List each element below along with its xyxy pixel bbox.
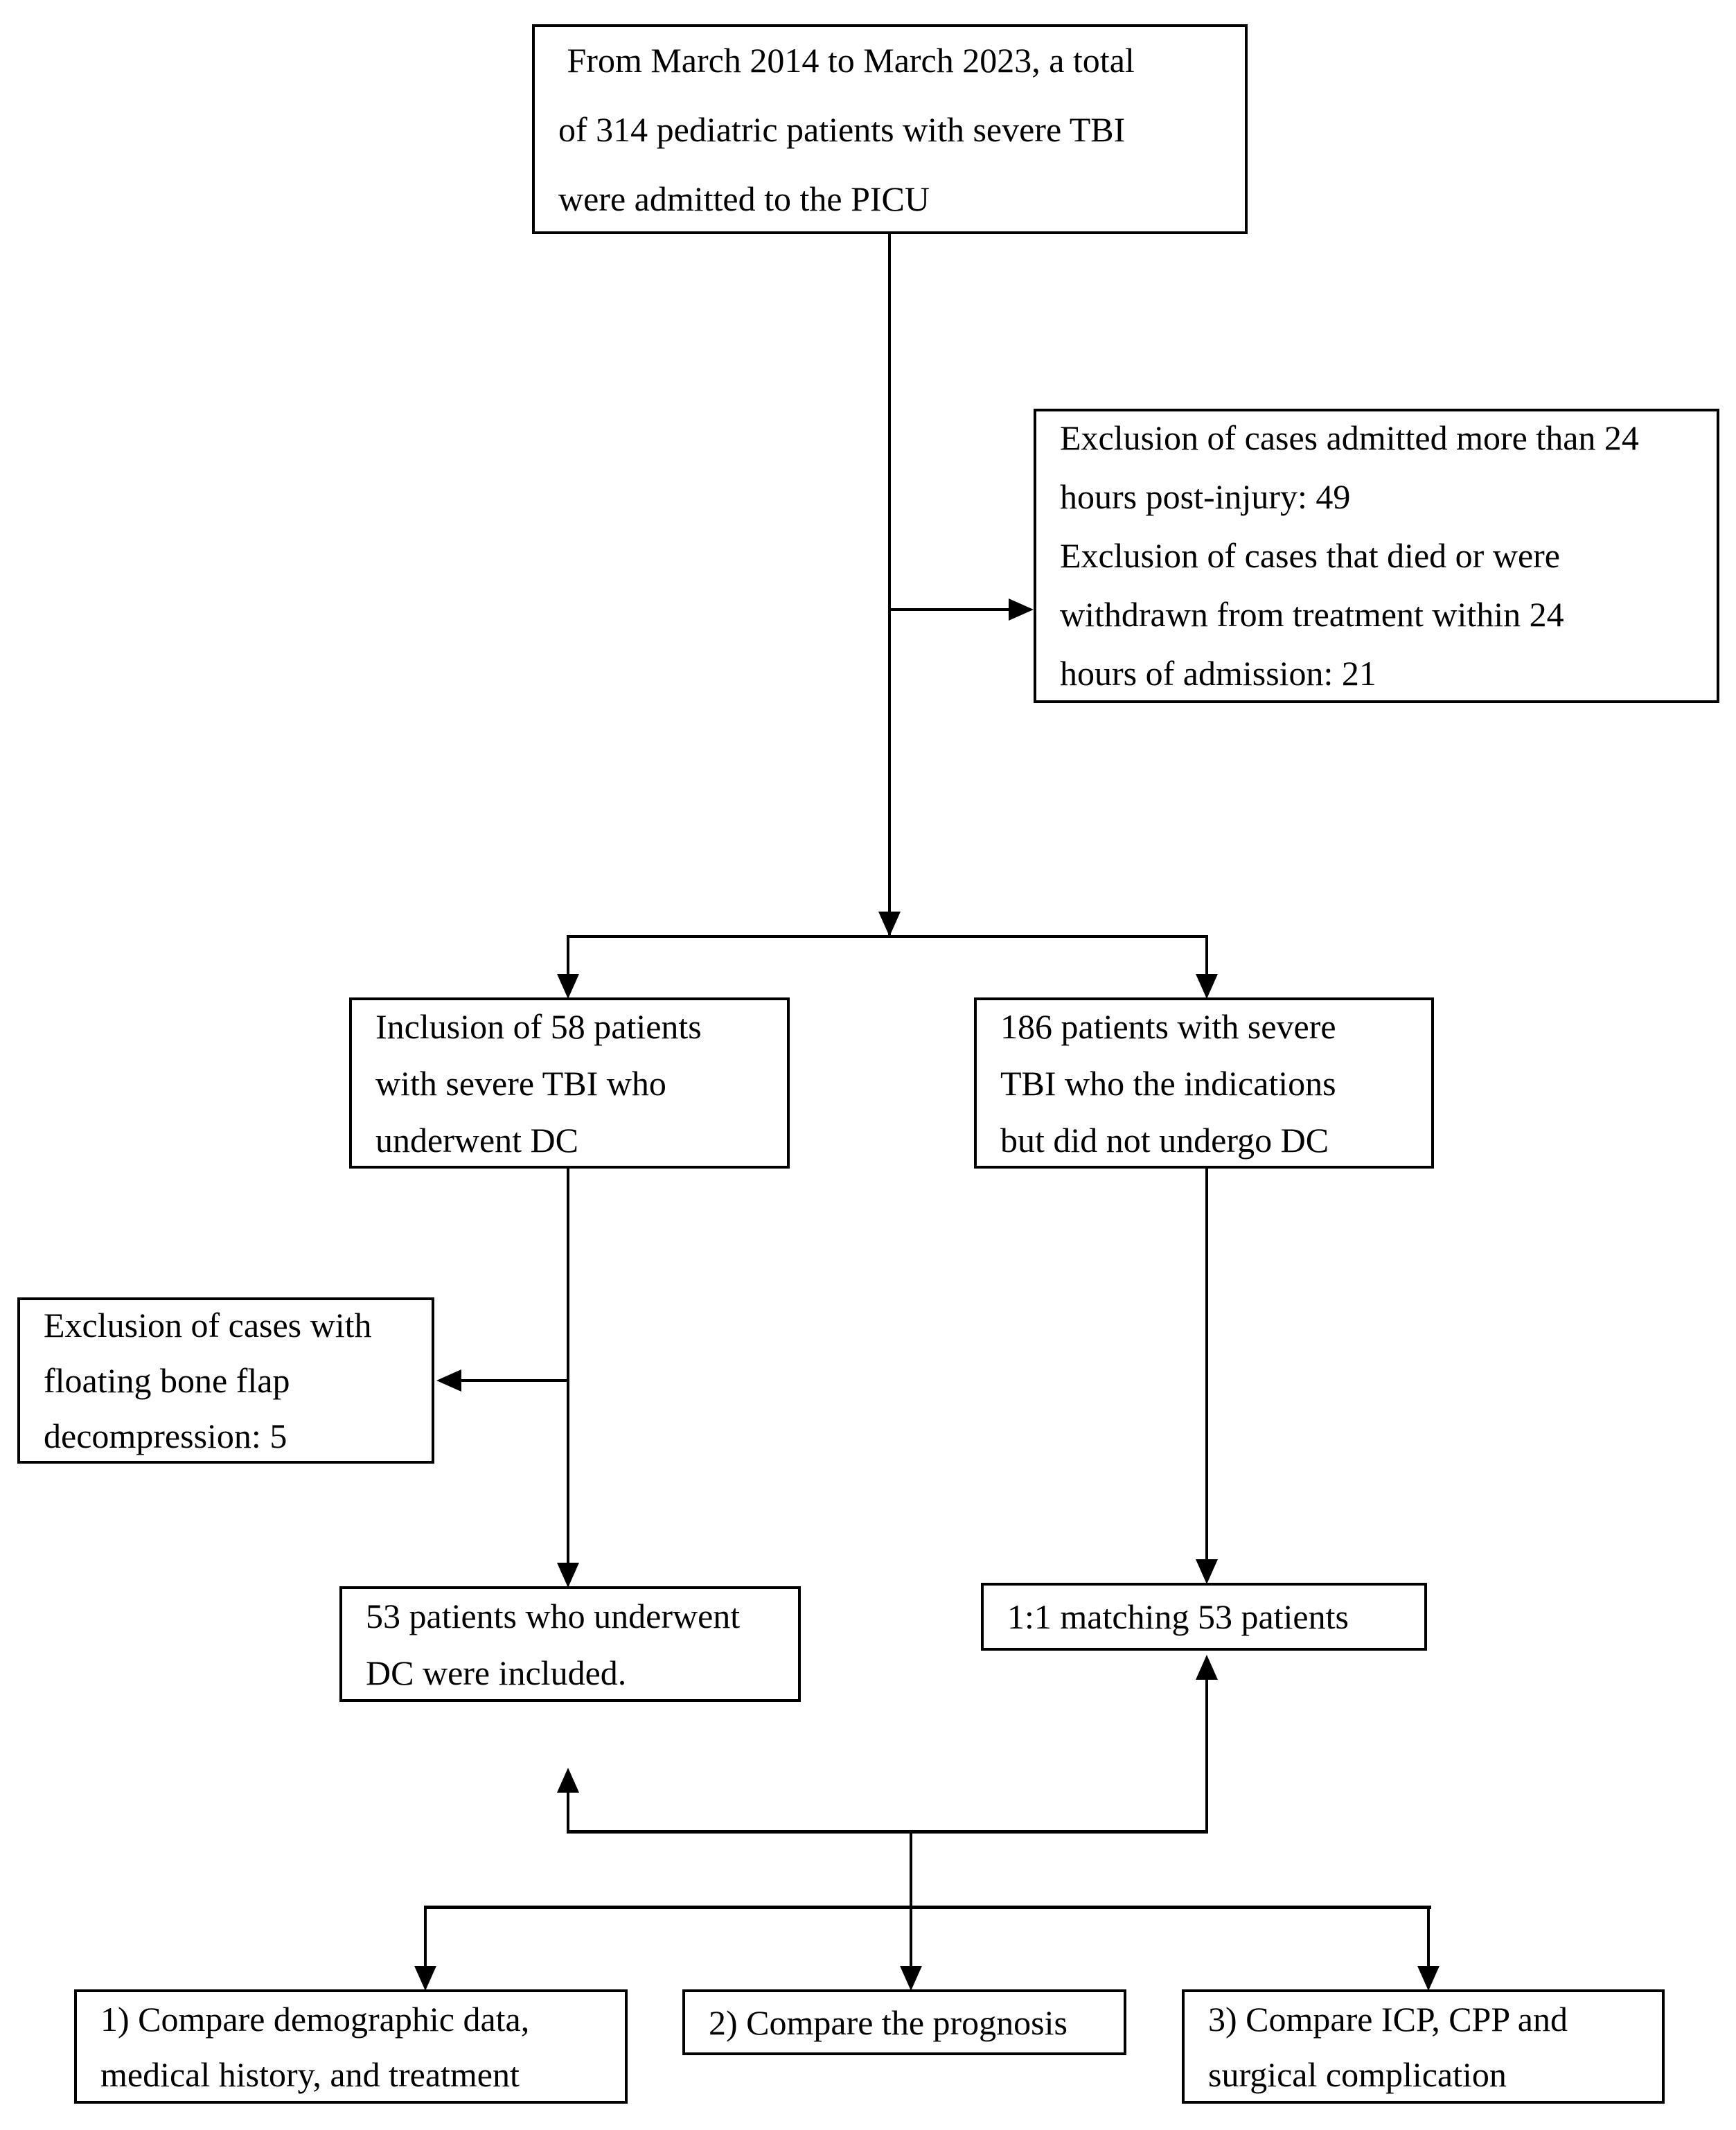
connector-branch-to-exclusion-floating xyxy=(460,1379,569,1382)
arrowhead-down-into-compare-prognosis xyxy=(900,1966,922,1991)
connector-total-to-split xyxy=(888,234,891,935)
arrowhead-right-into-exclusion-admission xyxy=(1009,598,1034,621)
arrowhead-up-toward-dc-included xyxy=(557,1768,579,1793)
arrowhead-left-into-exclusion-floating xyxy=(436,1369,461,1392)
node-total-cohort: From March 2014 to March 2023, a total o… xyxy=(532,24,1248,234)
arrowhead-down-into-inclusion-dc xyxy=(557,974,579,999)
arrowhead-down-at-split xyxy=(878,912,901,937)
connector-no-dc-to-matching xyxy=(1205,1166,1208,1561)
node-compare-icp: 3) Compare ICP, CPP and surgical complic… xyxy=(1182,1989,1665,2104)
arrowhead-up-into-matching xyxy=(1196,1655,1218,1680)
connector-split-to-no-dc xyxy=(1205,935,1208,974)
connector-split-to-inclusion-dc xyxy=(567,935,569,974)
node-exclusion-admission: Exclusion of cases admitted more than 24… xyxy=(1034,409,1719,703)
arrowhead-down-into-compare-demographics xyxy=(414,1966,436,1991)
connector-split-horizontal xyxy=(567,935,1208,938)
node-no-dc: 186 patients with severe TBI who the ind… xyxy=(974,997,1434,1169)
connector-compare-split-horizontal xyxy=(424,1906,1431,1909)
connector-drop-to-compare-demographics xyxy=(424,1908,427,1966)
node-compare-demographics: 1) Compare demographic data, medical his… xyxy=(74,1989,628,2104)
connector-merge-to-dc-included xyxy=(567,1791,569,1833)
node-exclusion-floating-bone-flap: Exclusion of cases with floating bone fl… xyxy=(17,1297,434,1464)
arrowhead-down-into-compare-icp xyxy=(1417,1966,1440,1991)
arrowhead-down-into-no-dc xyxy=(1196,974,1218,999)
arrowhead-down-into-dc-included xyxy=(557,1563,579,1588)
node-matching: 1:1 matching 53 patients xyxy=(981,1583,1427,1651)
arrowhead-down-into-matching xyxy=(1196,1559,1218,1584)
connector-merge-to-compare-split xyxy=(910,1832,912,1966)
connector-branch-to-exclusion-admission xyxy=(889,608,1010,611)
connector-merge-to-matching xyxy=(1205,1678,1208,1834)
connector-merge-horizontal xyxy=(567,1830,1208,1834)
connector-drop-to-compare-icp xyxy=(1427,1908,1430,1966)
node-compare-prognosis: 2) Compare the prognosis xyxy=(682,1989,1126,2055)
connector-inclusion-dc-to-dc-included xyxy=(567,1166,569,1564)
node-inclusion-dc: Inclusion of 58 patients with severe TBI… xyxy=(349,997,790,1169)
node-dc-included: 53 patients who underwent DC were includ… xyxy=(339,1586,801,1702)
